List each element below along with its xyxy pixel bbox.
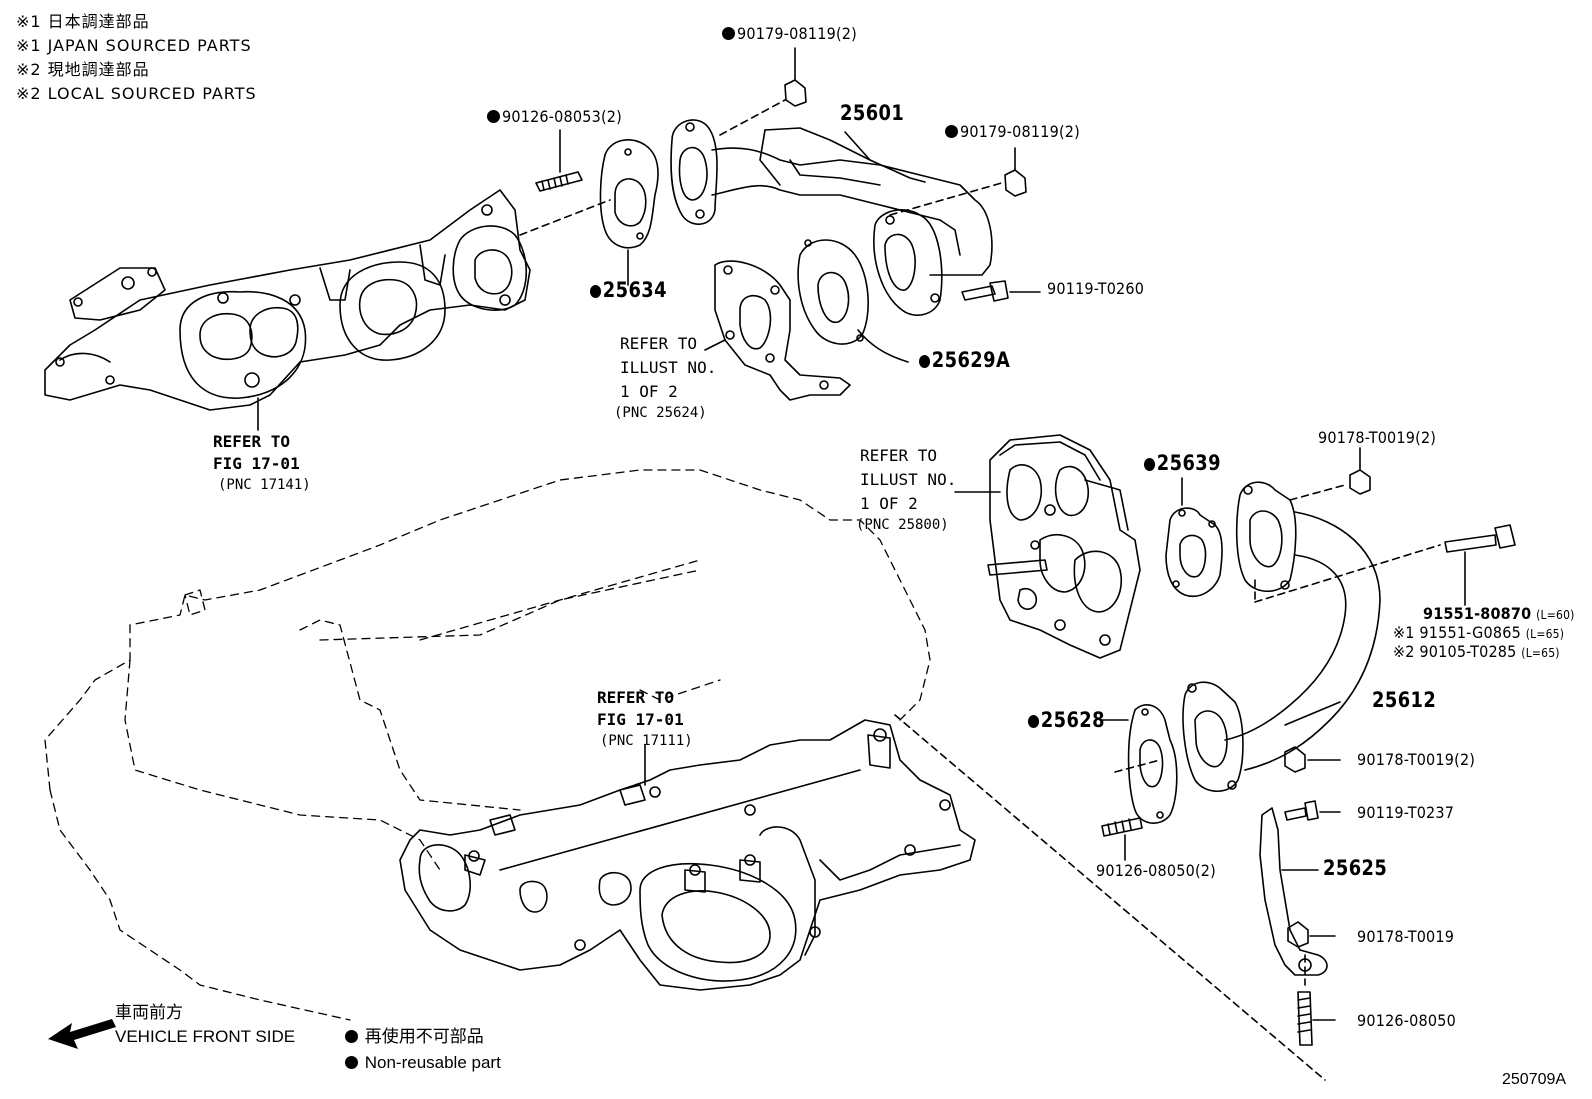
egr-valve-bracket-illustration	[705, 261, 850, 400]
reference-line: 1 OF 2	[620, 382, 678, 401]
callout-25639[interactable]: 25639	[1144, 453, 1221, 474]
reference-pnc: (PNC 17141)	[218, 477, 311, 493]
bolt-90119-t0237-illustration	[1285, 801, 1340, 820]
callout-25629a[interactable]: 25629A	[919, 350, 1010, 371]
callout-90119-t0237[interactable]: 90119-T0237	[1357, 803, 1455, 822]
bracket-25625-illustration	[1260, 808, 1327, 975]
callout-90179-08119-second[interactable]: 90179-08119(2)	[945, 124, 1080, 140]
reference-pnc: (PNC 25800)	[856, 517, 949, 533]
legend-front-en: VEHICLE FRONT SIDE	[115, 1027, 296, 1046]
nut-90178-single-illustration	[1288, 922, 1335, 947]
non-reusable-dot-icon	[722, 27, 735, 40]
callout-90179-08119-top[interactable]: 90179-08119(2)	[722, 26, 857, 42]
gasket-25628-illustration	[1100, 705, 1177, 823]
pipe-25601-illustration	[671, 120, 992, 315]
engine-block-outline	[45, 470, 930, 1020]
illustration-id: 250709A	[1502, 1071, 1567, 1088]
callout-25601[interactable]: 25601	[840, 101, 905, 125]
callout-91551-80870[interactable]: 91551-80870 (L=60)	[1423, 604, 1575, 623]
non-reusable-dot-icon	[945, 125, 958, 138]
nut-90179-second-illustration	[1005, 148, 1026, 196]
callout-90105-t0285[interactable]: ※2 90105-T0285 (L=65)	[1393, 642, 1560, 661]
reference-line: ILLUST NO.	[620, 358, 717, 377]
egr-assembly-illustration	[955, 435, 1140, 658]
non-reusable-dot-icon	[590, 285, 602, 298]
nut-90179-top-illustration	[785, 48, 806, 106]
gasket-25629a-illustration	[798, 240, 908, 362]
nut-90178-mid-illustration	[1285, 747, 1340, 772]
callout-90178-t0019-top[interactable]: 90178-T0019(2)	[1318, 428, 1437, 447]
pipe-25612-illustration	[1183, 482, 1380, 791]
note-japan-sourced-jp: ※1 日本調達部品	[16, 12, 150, 31]
stud-90126-08050-illustration	[1298, 992, 1335, 1045]
non-reusable-dot-icon	[1144, 458, 1156, 471]
bolt-91551-illustration	[1445, 525, 1515, 605]
reference-line: REFER TO	[860, 446, 938, 465]
exhaust-manifold-illustration	[45, 190, 530, 410]
legend-front-jp: 車両前方	[115, 1003, 183, 1022]
stud-90126-08050-2-illustration	[1102, 818, 1142, 860]
legend-nonreusable-jp: 再使用不可部品	[345, 1028, 484, 1045]
nut-90178-top-illustration	[1350, 448, 1370, 494]
reference-line: FIG 17-01	[597, 710, 684, 729]
callout-90178-t0019-mid[interactable]: 90178-T0019(2)	[1357, 750, 1476, 769]
callout-25628[interactable]: 25628	[1028, 710, 1105, 731]
reference-line: 1 OF 2	[860, 494, 918, 513]
non-reusable-dot-icon	[1028, 715, 1040, 728]
callout-90119-t0260[interactable]: 90119-T0260	[1047, 279, 1145, 298]
reference-pnc: (PNC 17111)	[600, 733, 693, 749]
callout-90126-08050-2[interactable]: 90126-08050(2)	[1096, 861, 1216, 880]
vehicle-front-arrow	[48, 1019, 116, 1049]
callout-90178-t0019-single[interactable]: 90178-T0019	[1357, 927, 1455, 946]
reference-line: REFER TO	[620, 334, 698, 353]
reference-line: REFER TO	[597, 688, 675, 707]
bolt-90119-t0260-illustration	[962, 281, 1040, 301]
note-japan-sourced-en: ※1 JAPAN SOURCED PARTS	[16, 36, 252, 55]
note-local-sourced-jp: ※2 現地調達部品	[16, 60, 150, 79]
reference-line: FIG 17-01	[213, 454, 300, 473]
callout-25634[interactable]: 25634	[590, 280, 667, 301]
legend-nonreusable-en: Non-reusable part	[345, 1054, 501, 1071]
reference-pnc: (PNC 25624)	[614, 405, 707, 421]
non-reusable-dot-icon	[487, 110, 500, 123]
non-reusable-dot-icon	[345, 1030, 358, 1043]
callout-25612[interactable]: 25612	[1372, 688, 1437, 712]
callout-25625[interactable]: 25625	[1323, 856, 1388, 880]
gasket-25634-illustration	[600, 140, 658, 285]
gasket-25639-illustration	[1166, 478, 1222, 596]
non-reusable-dot-icon	[345, 1056, 358, 1069]
reference-line: ILLUST NO.	[860, 470, 957, 489]
note-local-sourced-en: ※2 LOCAL SOURCED PARTS	[16, 84, 257, 103]
intake-manifold-illustration	[400, 720, 975, 990]
stud-illustration	[536, 130, 582, 191]
non-reusable-dot-icon	[919, 355, 931, 368]
callout-90126-08053[interactable]: 90126-08053(2)	[487, 109, 622, 125]
callout-90126-08050[interactable]: 90126-08050	[1357, 1011, 1456, 1030]
reference-line: REFER TO	[213, 432, 291, 451]
callout-91551-g0865[interactable]: ※1 91551-G0865 (L=65)	[1393, 623, 1565, 642]
